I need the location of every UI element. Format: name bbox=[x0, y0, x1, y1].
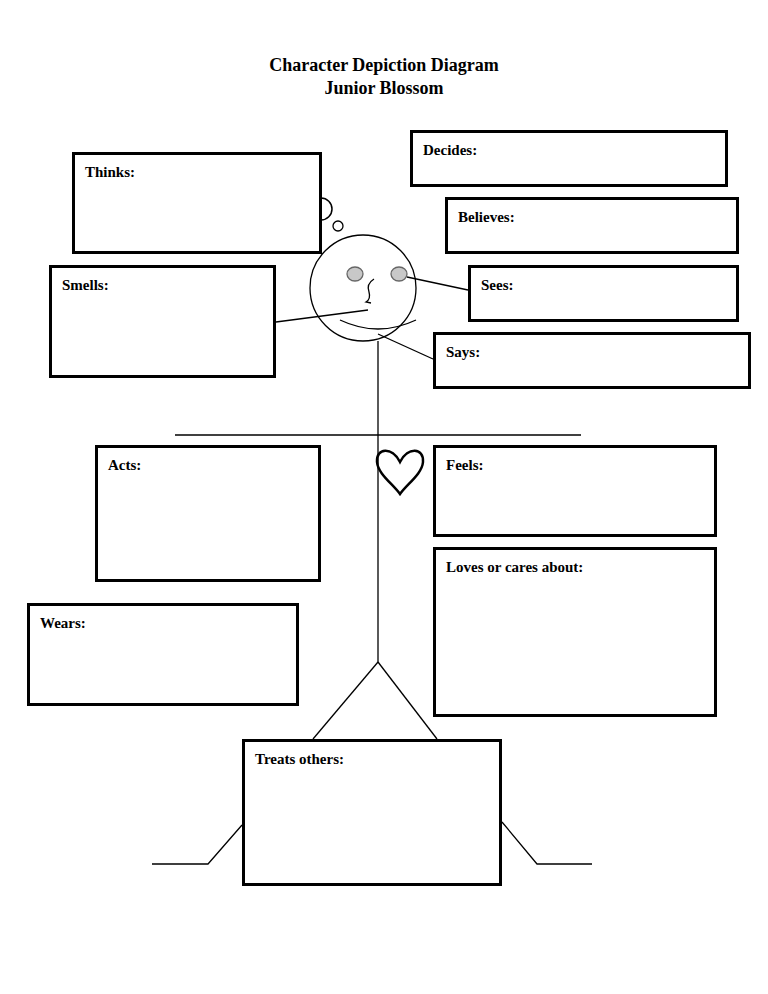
arms-line bbox=[175, 434, 581, 435]
heart-symbol bbox=[377, 451, 423, 494]
leader-line bbox=[378, 334, 433, 359]
trait-box: Decides: bbox=[410, 130, 728, 187]
diagram-title: Character Depiction Diagram bbox=[0, 55, 768, 76]
box-heading: Thinks: bbox=[85, 164, 309, 181]
trait-box: Sees: bbox=[468, 265, 739, 322]
trait-box: Acts: bbox=[95, 445, 321, 582]
box-heading: Decides: bbox=[423, 142, 715, 159]
leader-line bbox=[276, 310, 368, 322]
box-heading: Treats others: bbox=[255, 751, 489, 768]
body-line bbox=[377, 341, 378, 662]
box-heading: Says: bbox=[446, 344, 738, 361]
trait-box: Smells: bbox=[49, 265, 276, 378]
foot-line bbox=[502, 822, 592, 864]
trait-box: Feels: bbox=[433, 445, 717, 537]
box-heading: Loves or cares about: bbox=[446, 559, 704, 576]
foot-line bbox=[152, 825, 242, 864]
nose bbox=[366, 279, 374, 303]
trait-box: Believes: bbox=[445, 197, 739, 254]
box-heading: Smells: bbox=[62, 277, 263, 294]
trait-box: Thinks: bbox=[72, 152, 322, 254]
trait-box: Loves or cares about: bbox=[433, 547, 717, 717]
leg-line bbox=[378, 662, 437, 739]
box-heading: Acts: bbox=[108, 457, 308, 474]
trait-box: Says: bbox=[433, 332, 751, 389]
box-heading: Believes: bbox=[458, 209, 726, 226]
box-heading: Feels: bbox=[446, 457, 704, 474]
head-circle bbox=[310, 235, 416, 341]
eye bbox=[391, 267, 407, 281]
mouth bbox=[340, 320, 416, 329]
trait-box: Treats others: bbox=[242, 739, 502, 886]
leader-line bbox=[407, 277, 468, 290]
box-heading: Wears: bbox=[40, 615, 286, 632]
thought-bubble bbox=[333, 221, 343, 231]
box-heading: Sees: bbox=[481, 277, 726, 294]
leg-line bbox=[313, 662, 378, 739]
character-name: Junior Blossom bbox=[0, 78, 768, 99]
eye bbox=[347, 267, 363, 281]
trait-box: Wears: bbox=[27, 603, 299, 706]
